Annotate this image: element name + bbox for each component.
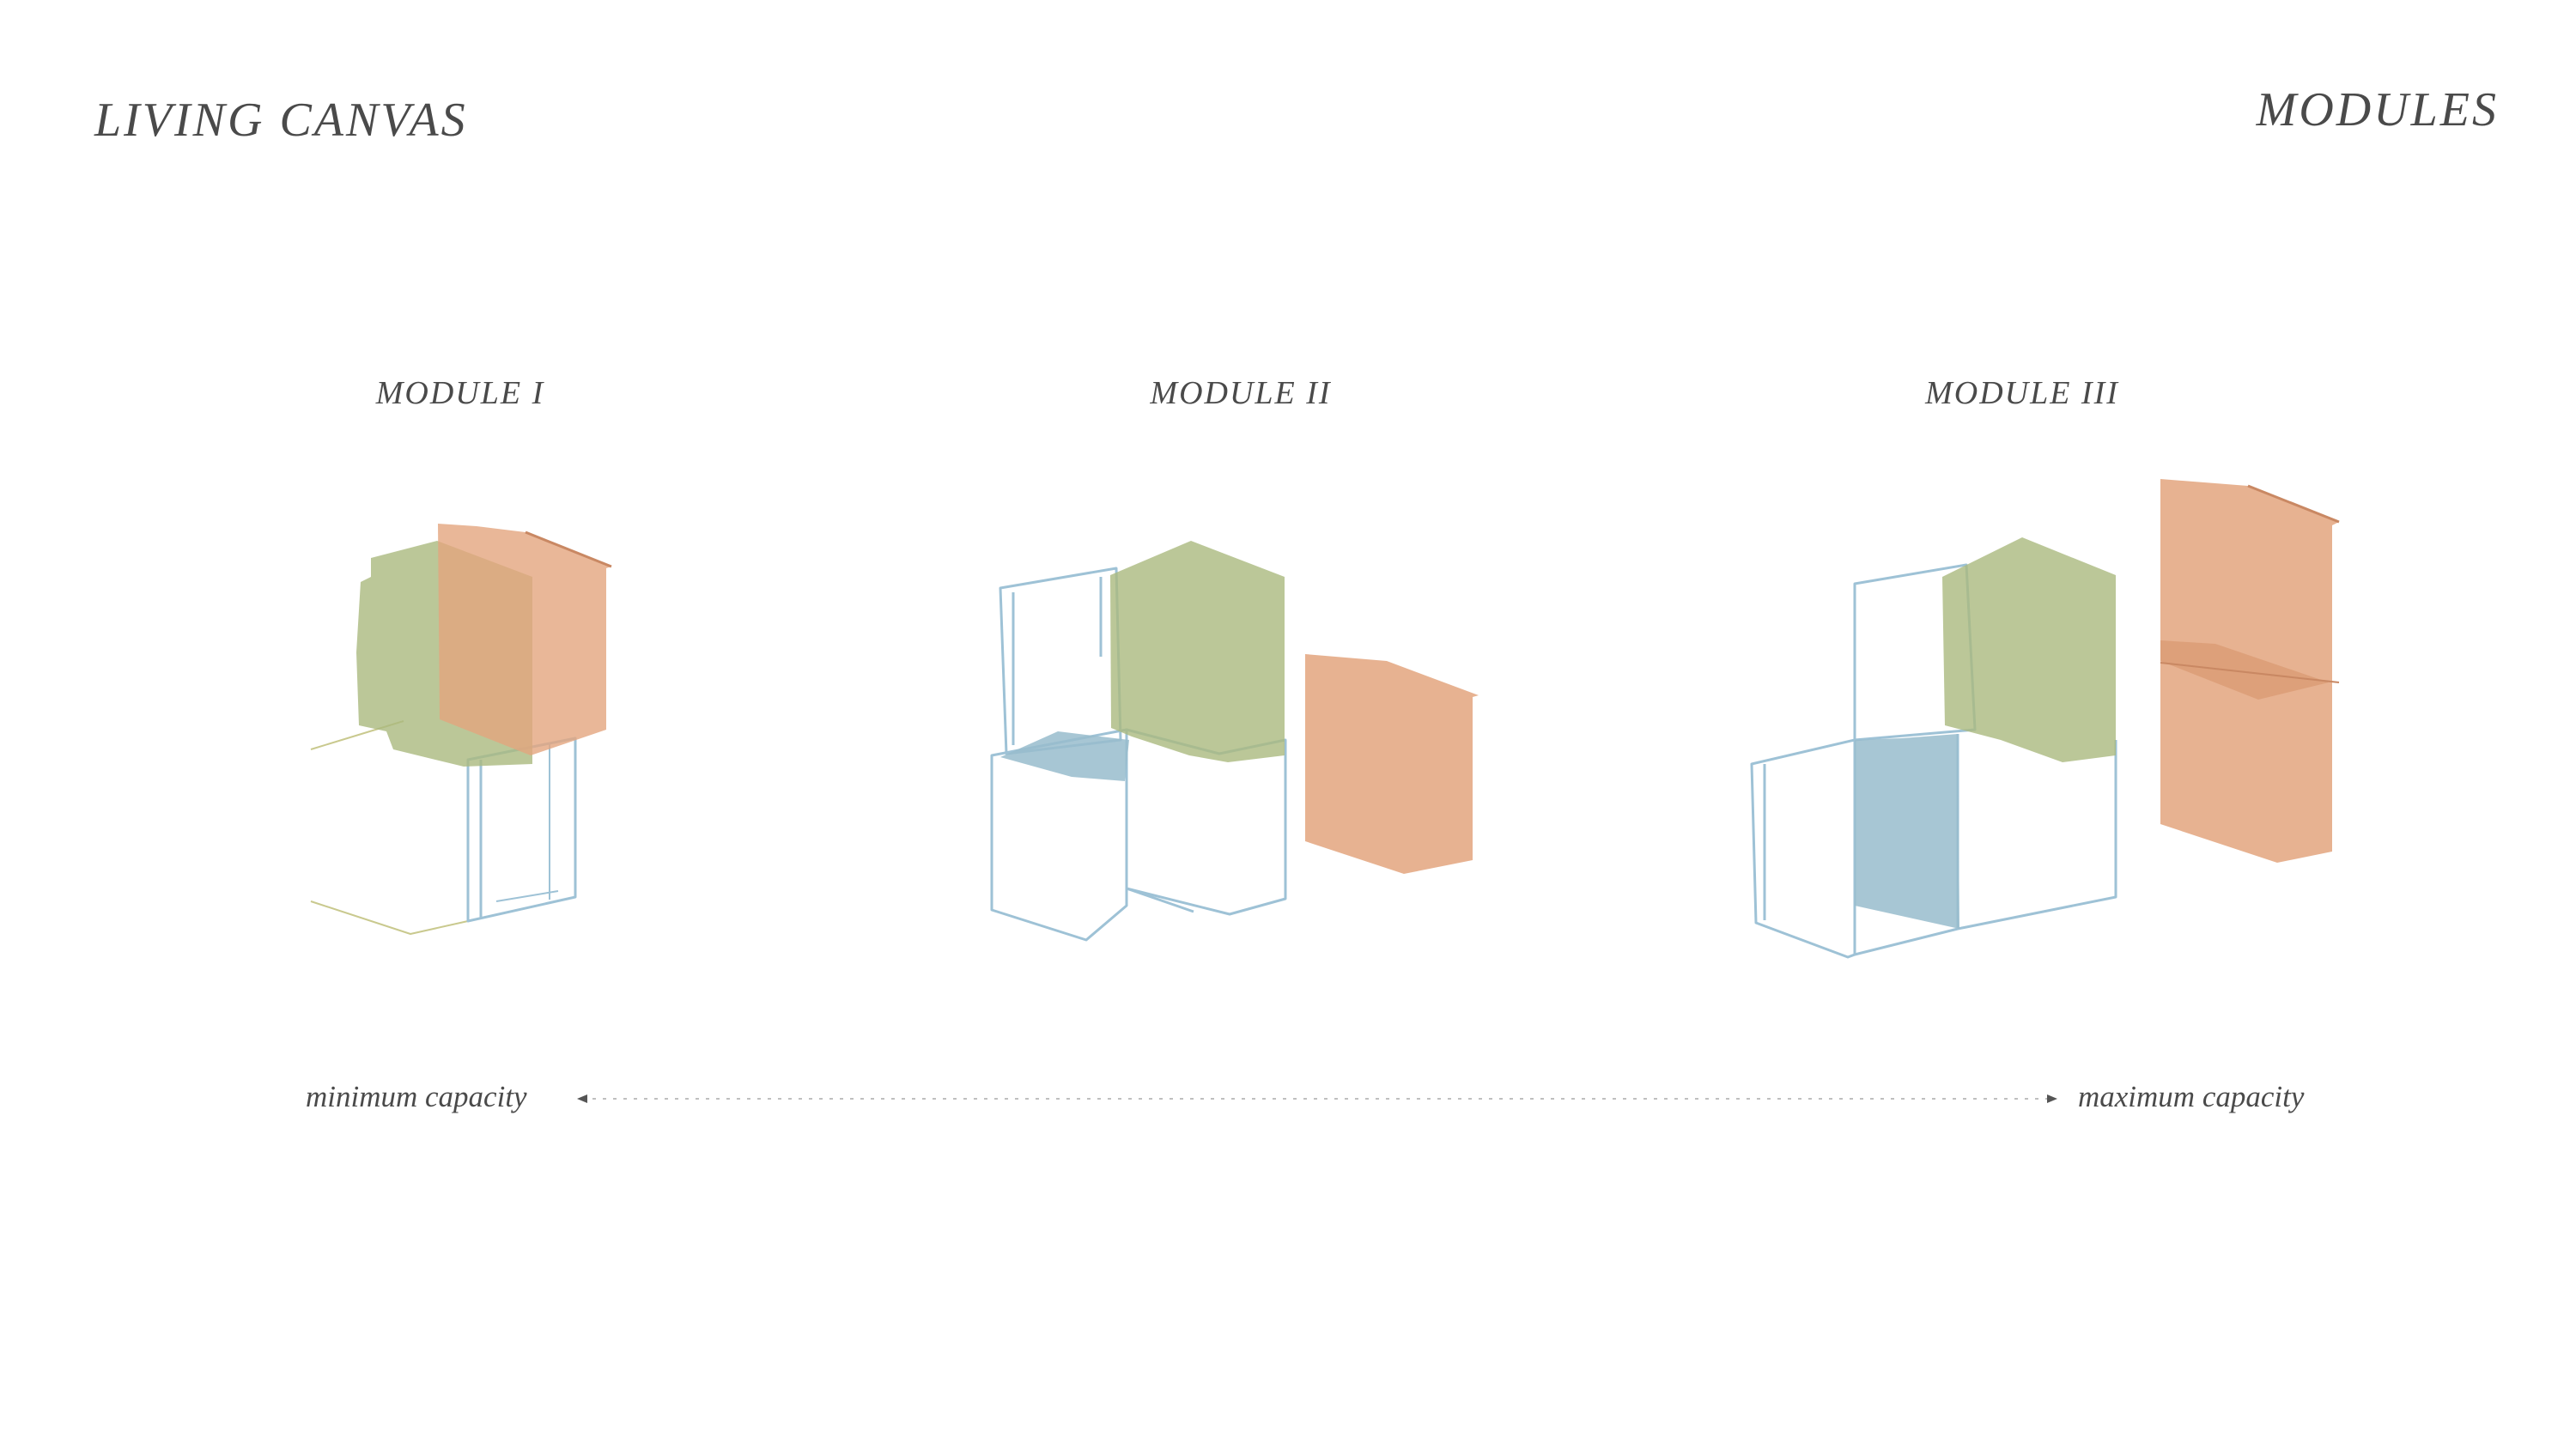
module-3-green-volume [1942, 537, 2116, 762]
module-3-orange-floor-plane [2160, 640, 2329, 700]
min-arrow-icon [577, 1094, 587, 1103]
module-1-base-box [310, 720, 577, 935]
max-capacity-label: maximum capacity [2078, 1080, 2305, 1113]
module-2-blue-floor [1000, 731, 1129, 781]
module-2-orange-volume [1305, 654, 1479, 874]
module-2-title: MODULE II [1150, 375, 1332, 411]
module-3-blue-wall [1855, 734, 1959, 929]
min-capacity-label: minimum capacity [306, 1080, 527, 1113]
module-1-title: MODULE I [375, 375, 545, 411]
module-2-diagram [990, 541, 1479, 942]
module-1-orange-volume [438, 524, 611, 755]
module-1-diagram [310, 524, 612, 935]
brand-title: LIVING CANVAS [94, 94, 468, 147]
max-arrow-icon [2047, 1094, 2057, 1103]
module-3-title: MODULE III [1925, 375, 2119, 411]
module-3-diagram [1750, 479, 2340, 959]
section-title: MODULES [2256, 83, 2499, 136]
module-2-green-volume [1110, 541, 1285, 762]
